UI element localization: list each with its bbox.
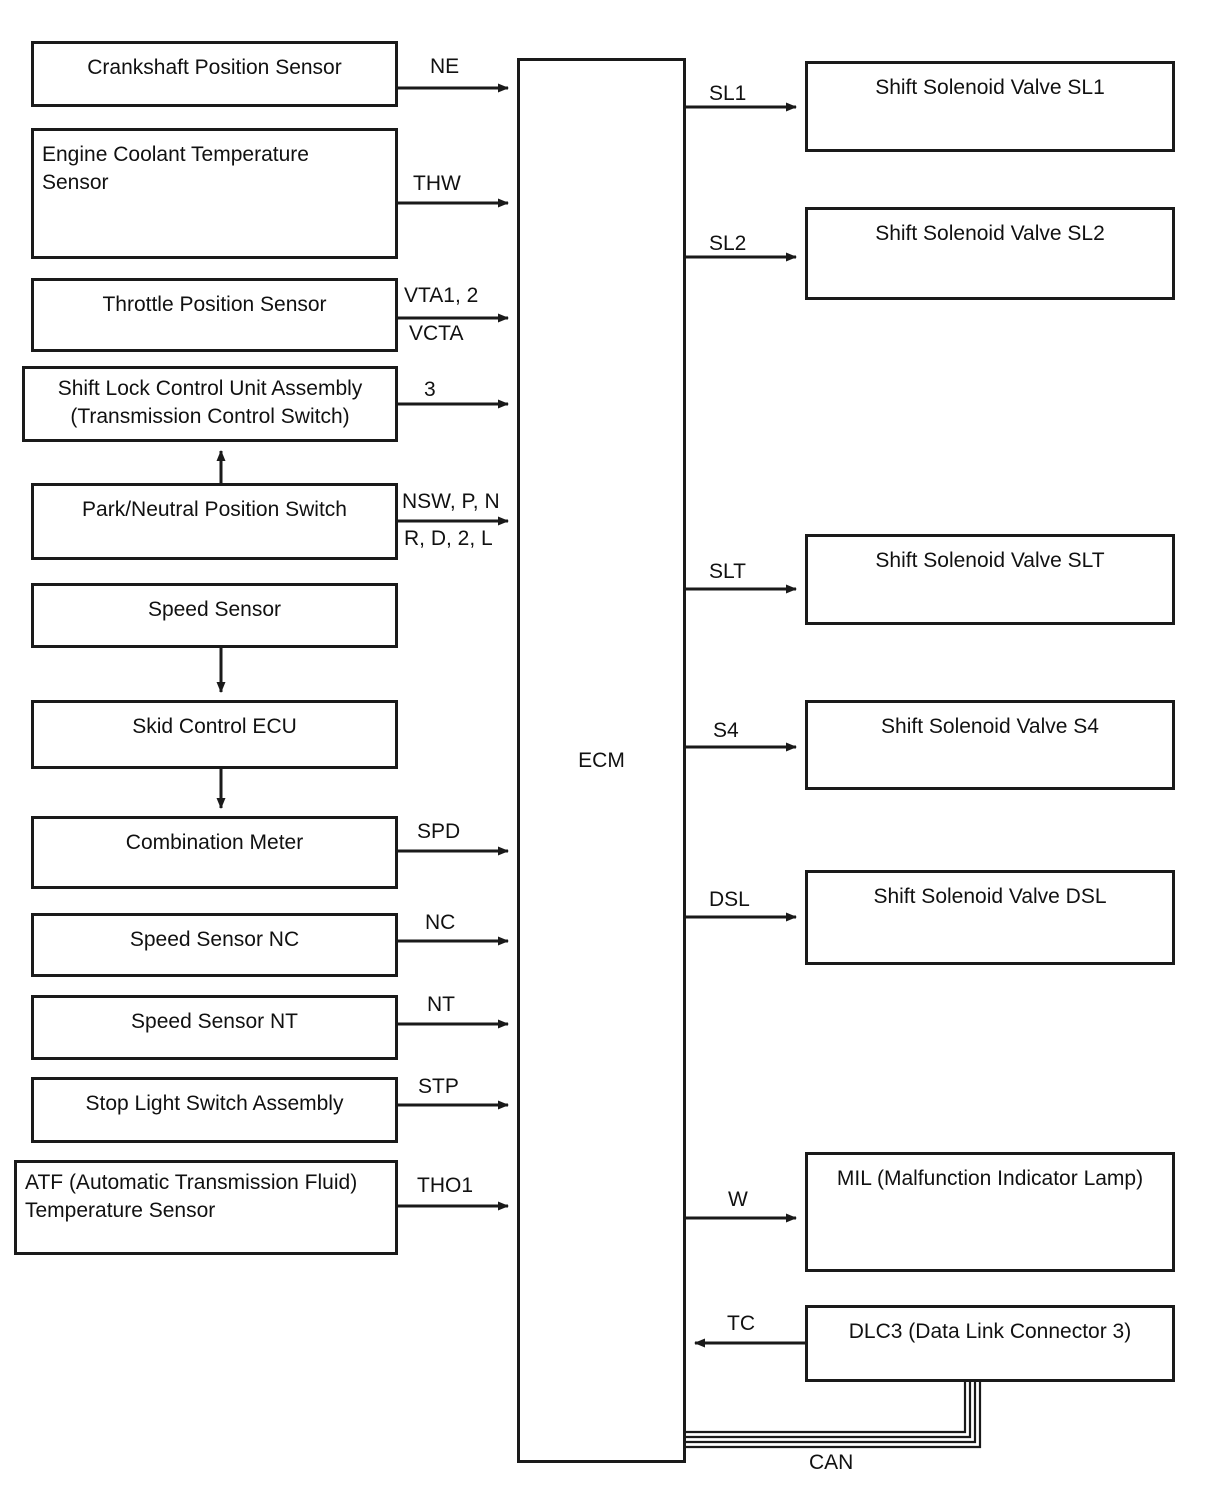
input-box-skid-control-ecu[interactable]: Skid Control ECU bbox=[31, 700, 398, 769]
signal-label-3: 3 bbox=[424, 378, 436, 401]
input-box-atf-temperature-sensor[interactable]: ATF (Automatic Transmission Fluid) Tempe… bbox=[14, 1160, 398, 1255]
input-label: Speed Sensor NT bbox=[131, 1010, 298, 1033]
output-box-shift-solenoid-valve-s4[interactable]: Shift Solenoid Valve S4 bbox=[805, 700, 1175, 790]
signal-label-dsl: DSL bbox=[709, 888, 750, 911]
signal-label-vta12: VTA1, 2 bbox=[404, 284, 479, 307]
output-label: Shift Solenoid Valve SL1 bbox=[875, 76, 1105, 99]
input-box-throttle-position-sensor[interactable]: Throttle Position Sensor bbox=[31, 278, 398, 352]
input-label: Speed Sensor NC bbox=[129, 928, 300, 951]
ecm-box[interactable]: ECM bbox=[517, 58, 686, 1463]
wire-can-4 bbox=[686, 1382, 982, 1449]
signal-label-sl1: SL1 bbox=[709, 82, 747, 105]
input-label: Stop Light Switch Assembly bbox=[85, 1092, 344, 1115]
signal-label-nc: NC bbox=[425, 911, 456, 934]
signal-label-rd2l: R, D, 2, L bbox=[404, 527, 493, 550]
signal-label-tc: TC bbox=[727, 1312, 755, 1335]
signal-label-thw: THW bbox=[413, 172, 461, 195]
input-box-speed-sensor-nc[interactable]: Speed Sensor NC bbox=[31, 913, 398, 977]
input-label: Skid Control ECU bbox=[132, 715, 297, 738]
input-label: ATF (Automatic Transmission Fluid) Tempe… bbox=[25, 1171, 358, 1222]
input-label: Throttle Position Sensor bbox=[102, 293, 327, 316]
input-label: Speed Sensor bbox=[147, 598, 282, 621]
wire-can-1 bbox=[686, 1382, 967, 1434]
signal-label-tho1: THO1 bbox=[417, 1174, 474, 1197]
output-label: DLC3 (Data Link Connector 3) bbox=[848, 1320, 1132, 1343]
signal-label-vcta: VCTA bbox=[409, 322, 464, 345]
signal-label-ne: NE bbox=[430, 55, 460, 78]
signal-label-nsw: NSW, P, N bbox=[402, 490, 500, 513]
input-box-crankshaft-position-sensor[interactable]: Crankshaft Position Sensor bbox=[31, 41, 398, 107]
output-box-shift-solenoid-valve-sl1[interactable]: Shift Solenoid Valve SL1 bbox=[805, 61, 1175, 152]
input-box-speed-sensor[interactable]: Speed Sensor bbox=[31, 583, 398, 648]
input-box-speed-sensor-nt[interactable]: Speed Sensor NT bbox=[31, 995, 398, 1060]
output-label: Shift Solenoid Valve SLT bbox=[875, 549, 1105, 572]
output-box-shift-solenoid-valve-sl2[interactable]: Shift Solenoid Valve SL2 bbox=[805, 207, 1175, 300]
bus-label-can: CAN bbox=[809, 1451, 854, 1474]
signal-label-stp: STP bbox=[418, 1075, 459, 1098]
output-label: Shift Solenoid Valve S4 bbox=[881, 715, 1099, 738]
output-label: MIL (Malfunction Indicator Lamp) bbox=[836, 1167, 1144, 1190]
signal-label-w: W bbox=[728, 1188, 748, 1211]
ecm-label: ECM bbox=[578, 748, 625, 772]
input-box-stop-light-switch-assembly[interactable]: Stop Light Switch Assembly bbox=[31, 1077, 398, 1143]
input-box-engine-coolant-temperature-sensor[interactable]: Engine Coolant Temperature Sensor bbox=[31, 128, 398, 259]
output-label: Shift Solenoid Valve SL2 bbox=[875, 222, 1105, 245]
input-box-park-neutral-position-switch[interactable]: Park/Neutral Position Switch bbox=[31, 483, 398, 560]
input-label: Park/Neutral Position Switch bbox=[82, 498, 347, 521]
wire-can-3 bbox=[686, 1382, 977, 1444]
output-box-shift-solenoid-valve-slt[interactable]: Shift Solenoid Valve SLT bbox=[805, 534, 1175, 625]
signal-label-sl2: SL2 bbox=[709, 232, 747, 255]
wire-can-2 bbox=[686, 1382, 972, 1439]
signal-label-spd: SPD bbox=[417, 820, 461, 843]
input-label: Combination Meter bbox=[125, 831, 304, 854]
output-box-dlc3[interactable]: DLC3 (Data Link Connector 3) bbox=[805, 1305, 1175, 1382]
output-box-mil[interactable]: MIL (Malfunction Indicator Lamp) bbox=[805, 1152, 1175, 1272]
input-label: Engine Coolant Temperature Sensor bbox=[42, 143, 309, 194]
signal-label-nt: NT bbox=[427, 993, 455, 1016]
input-box-combination-meter[interactable]: Combination Meter bbox=[31, 816, 398, 889]
input-label: Shift Lock Control Unit Assembly (Transm… bbox=[57, 377, 363, 428]
signal-label-s4: S4 bbox=[713, 719, 739, 742]
output-box-shift-solenoid-valve-dsl[interactable]: Shift Solenoid Valve DSL bbox=[805, 870, 1175, 965]
input-label: Crankshaft Position Sensor bbox=[87, 56, 342, 79]
input-box-shift-lock-control-unit-assembly[interactable]: Shift Lock Control Unit Assembly (Transm… bbox=[22, 366, 398, 442]
output-label: Shift Solenoid Valve DSL bbox=[873, 885, 1107, 908]
signal-label-slt: SLT bbox=[709, 560, 746, 583]
